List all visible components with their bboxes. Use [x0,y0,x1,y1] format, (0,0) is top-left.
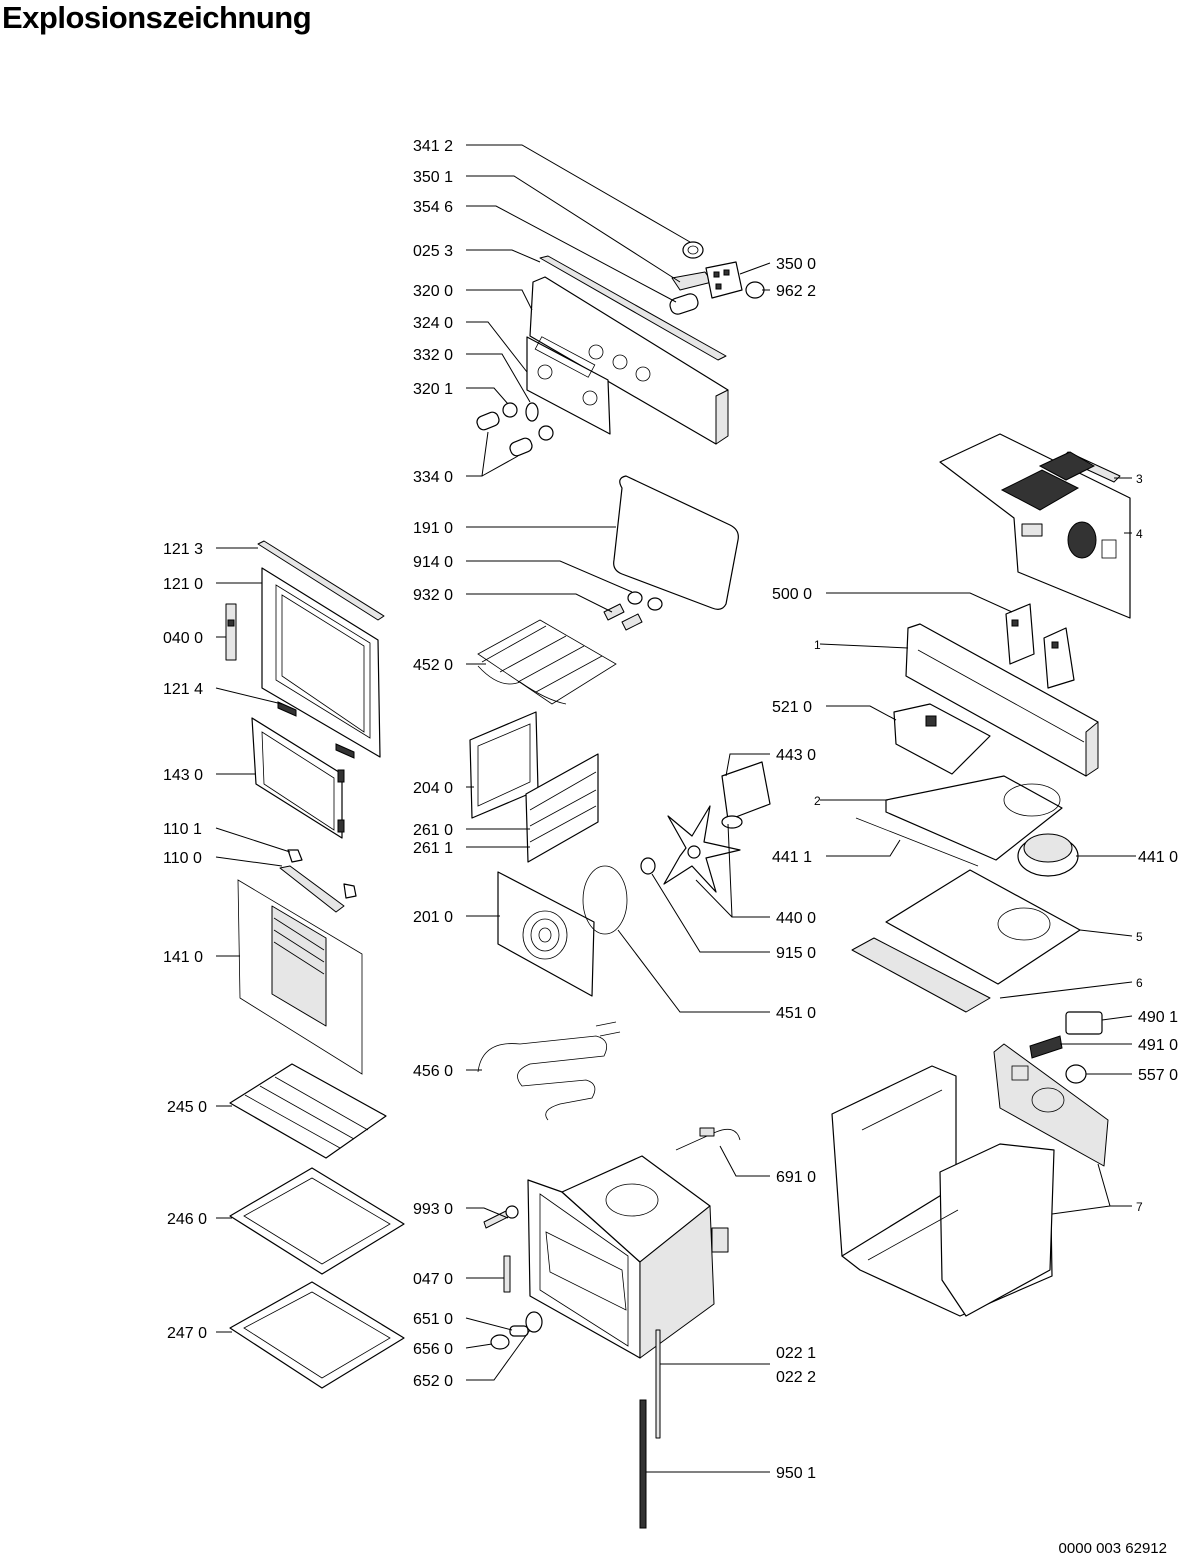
middle-parts-group [469,475,771,1350]
label-950-1: 950 1 [776,1465,816,1482]
label-652-0: 652 0 [413,1373,453,1390]
label-204-0: 204 0 [413,780,453,797]
label-261-1: 261 1 [413,840,453,857]
label-651-0: 651 0 [413,1311,453,1328]
label-441-0: 441 0 [1138,849,1178,866]
label-121-4: 121 4 [163,681,203,698]
door-group [225,540,385,1075]
label-350-1: 350 1 [413,169,453,186]
label-247-0: 247 0 [167,1325,207,1342]
oven-cavity-group [527,1155,729,1529]
label-500-0: 500 0 [772,586,812,603]
label-245-0: 245 0 [167,1099,207,1116]
label-201-0: 201 0 [413,909,453,926]
label-6: 6 [1136,976,1143,990]
page-title: Explosionszeichnung [2,0,312,35]
label-246-0: 246 0 [167,1211,207,1228]
label-047-0: 047 0 [413,1271,453,1288]
label-143-0: 143 0 [163,767,203,784]
label-121-3: 121 3 [163,541,203,558]
label-334-0: 334 0 [413,469,453,486]
label-110-0: 110 0 [163,850,202,867]
document-number: 0000 003 62912 [1058,1540,1167,1557]
label-022-2: 022 2 [776,1369,816,1386]
label-456-0: 456 0 [413,1063,453,1080]
leader-lines [215,144,1136,1473]
label-320-1: 320 1 [413,381,453,398]
label-521-0: 521 0 [772,699,812,716]
label-656-0: 656 0 [413,1341,453,1358]
label-914-0: 914 0 [413,554,453,571]
label-022-1: 022 1 [776,1345,816,1362]
control-panel-group [476,241,765,457]
label-440-0: 440 0 [776,910,816,927]
label-4: 4 [1136,527,1143,541]
label-557-0: 557 0 [1138,1067,1178,1084]
label-993-0: 993 0 [413,1201,453,1218]
label-121-0: 121 0 [163,576,203,593]
label-354-6: 354 6 [413,199,453,216]
label-191-0: 191 0 [413,520,453,537]
label-691-0: 691 0 [776,1169,816,1186]
label-141-0: 141 0 [163,949,203,966]
racks-trays-group [229,1063,405,1389]
label-491-0: 491 0 [1138,1037,1178,1054]
label-1: 1 [814,638,821,652]
label-490-1: 490 1 [1138,1009,1178,1026]
label-915-0: 915 0 [776,945,816,962]
label-332-0: 332 0 [413,347,453,364]
label-320-0: 320 0 [413,283,453,300]
label-324-0: 324 0 [413,315,453,332]
label-040-0: 040 0 [163,630,203,647]
label-025-3: 025 3 [413,243,453,260]
label-932-0: 932 0 [413,587,453,604]
label-5: 5 [1136,930,1143,944]
label-452-0: 452 0 [413,657,453,674]
label-451-0: 451 0 [776,1005,816,1022]
label-3: 3 [1136,472,1143,486]
label-110-1: 110 1 [163,821,202,838]
label-443-0: 443 0 [776,747,816,764]
housing-group [831,433,1131,1317]
label-7: 7 [1136,1200,1143,1214]
label-441-1: 441 1 [772,849,812,866]
label-261-0: 261 0 [413,822,453,839]
label-350-0: 350 0 [776,256,816,273]
part-labels: 341 2 350 1 354 6 025 3 320 0 324 0 332 … [163,138,1178,1482]
label-2: 2 [814,794,821,808]
label-341-2: 341 2 [413,138,453,155]
label-962-2: 962 2 [776,283,816,300]
